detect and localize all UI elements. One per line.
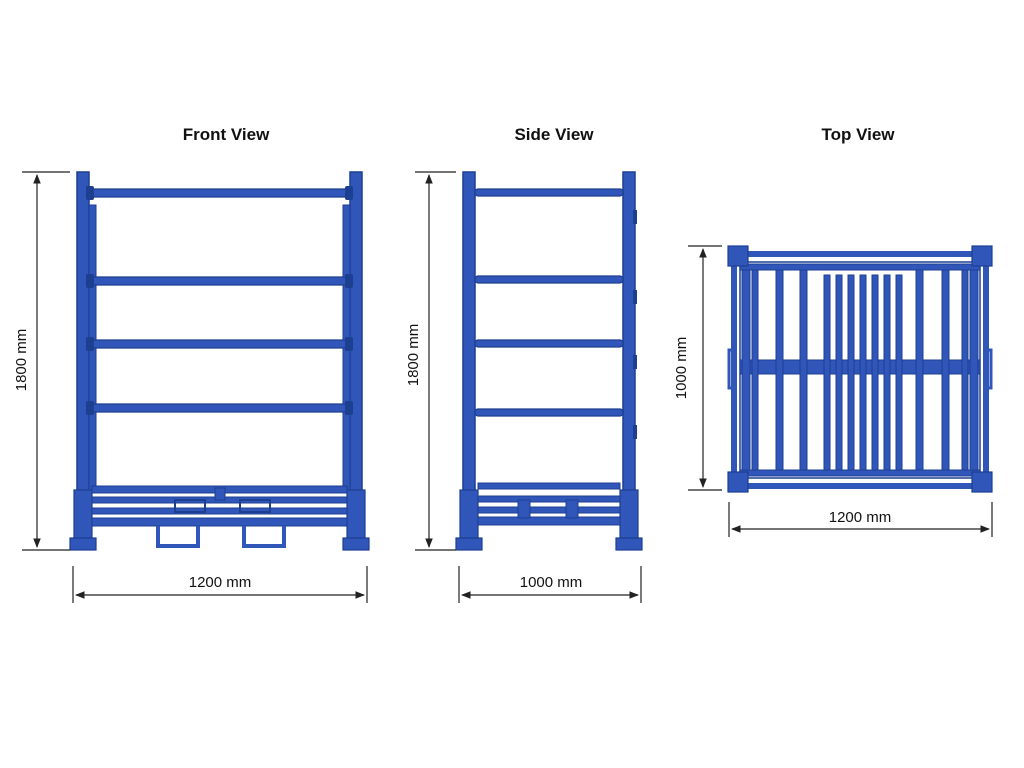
top-view-title: Top View — [821, 125, 895, 144]
front-top-bar — [88, 188, 351, 198]
top-width-label: 1200 mm — [829, 509, 892, 526]
front-rack-drawing — [69, 171, 370, 551]
side-height-label: 1800 mm — [405, 324, 422, 387]
front-view: Front View — [13, 125, 370, 603]
front-base — [69, 485, 370, 551]
side-base — [455, 482, 643, 551]
top-height-dimension: 1000 mm — [673, 245, 722, 491]
front-view-title: Front View — [183, 125, 270, 144]
top-rack-drawing — [727, 245, 993, 493]
front-bar-4 — [88, 403, 351, 413]
top-view: Top View — [673, 125, 993, 537]
side-view: Side View — [405, 125, 643, 603]
side-left-post — [462, 171, 476, 545]
side-width-label: 1000 mm — [520, 574, 583, 591]
front-bar-3 — [88, 339, 351, 349]
side-height-dimension: 1800 mm — [405, 171, 456, 551]
side-width-dimension: 1000 mm — [458, 566, 642, 603]
side-view-title: Side View — [514, 125, 594, 144]
top-height-label: 1000 mm — [673, 337, 690, 400]
side-rack-drawing — [455, 171, 643, 551]
top-width-dimension: 1200 mm — [728, 502, 993, 537]
front-height-dimension: 1800 mm — [13, 171, 70, 551]
front-bar-2 — [88, 276, 351, 286]
side-bar-3 — [474, 339, 624, 348]
side-top-bar — [474, 188, 624, 197]
front-height-label: 1800 mm — [13, 329, 30, 392]
side-bar-4 — [474, 408, 624, 417]
front-left-post — [76, 171, 90, 545]
front-width-dimension: 1200 mm — [72, 566, 368, 603]
top-slats — [775, 269, 950, 471]
front-width-label: 1200 mm — [189, 574, 252, 591]
side-bar-2 — [474, 275, 624, 284]
front-right-post — [349, 171, 363, 545]
top-corner-posts — [727, 245, 993, 493]
